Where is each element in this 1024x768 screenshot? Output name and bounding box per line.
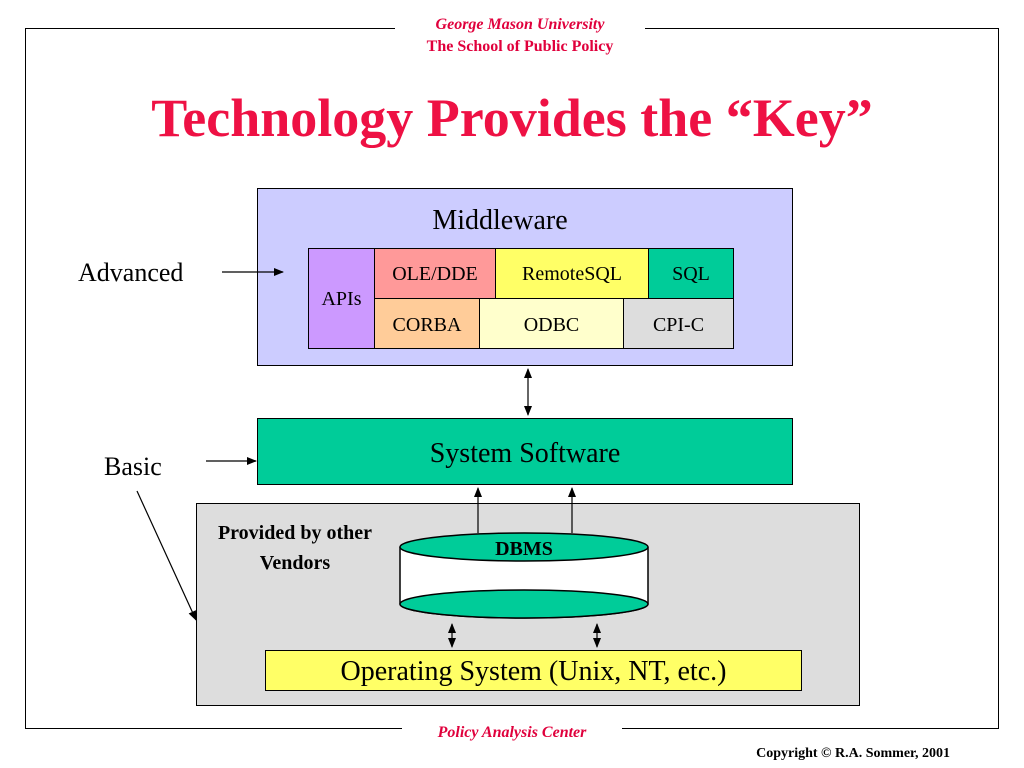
dbms-label: DBMS — [495, 538, 553, 560]
basic-label: Basic — [104, 452, 162, 481]
remotesql-cell: RemoteSQL — [495, 248, 649, 299]
advanced-label: Advanced — [78, 258, 184, 287]
school-name: The School of Public Policy — [426, 38, 614, 55]
vendors-label: Provided by other Vendors — [217, 522, 373, 574]
ole-dde-cell: OLE/DDE — [374, 248, 496, 299]
slide-title: Technology Provides the “Key” — [151, 88, 873, 148]
header: George Mason University The School of Pu… — [395, 14, 645, 58]
operating-system-box: Operating System (Unix, NT, etc.) — [265, 650, 802, 691]
cpi-c-cell: CPI-C — [623, 298, 734, 349]
system-software-box: System Software — [257, 418, 793, 485]
basic-diagonal-arrow — [136, 490, 197, 621]
odbc-cell: ODBC — [479, 298, 624, 349]
copyright: Copyright © R.A. Sommer, 2001 — [756, 746, 950, 761]
middleware-label: Middleware — [432, 205, 568, 236]
footer-center: Policy Analysis Center — [402, 723, 622, 743]
dbms-cylinder: DBMS — [399, 532, 649, 619]
corba-cell: CORBA — [374, 298, 480, 349]
sql-cell: SQL — [648, 248, 734, 299]
university-name: George Mason University — [435, 16, 605, 33]
